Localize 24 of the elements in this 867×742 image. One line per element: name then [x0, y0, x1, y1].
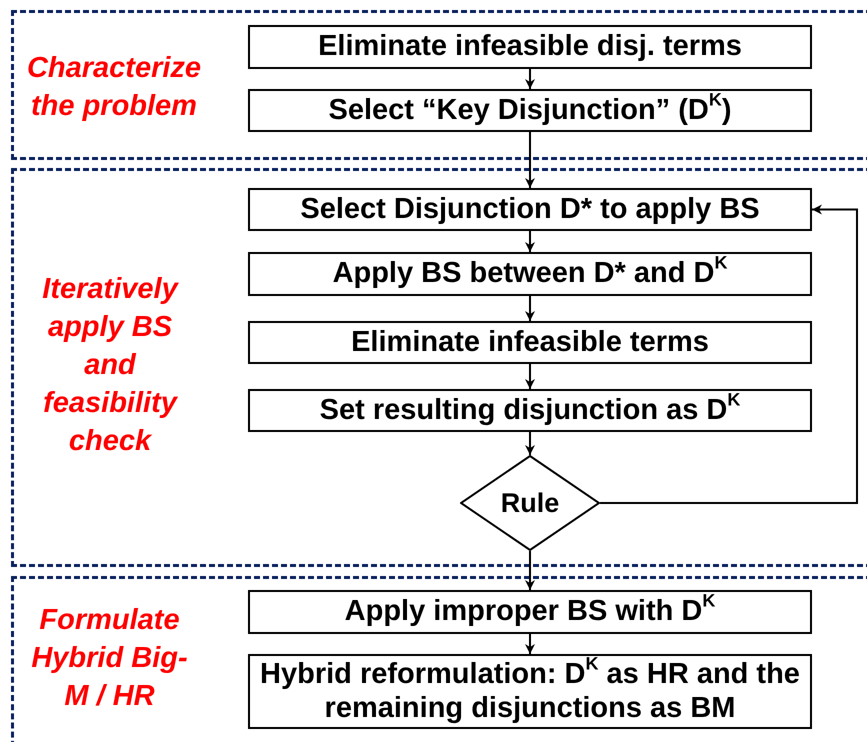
- section-heading: Formulate Hybrid Big-M / HR: [30, 603, 189, 714]
- dashed-section-panel: [11, 168, 867, 567]
- process-box: Eliminate infeasible terms: [248, 321, 812, 364]
- section-heading: Iteratively apply BS and feasibility check: [41, 272, 180, 459]
- decision-diamond: Rule: [460, 455, 600, 551]
- arrow: [525, 432, 535, 455]
- process-box: Apply improper BS with D$^{K}$: [248, 590, 812, 634]
- process-box: Select “Key Disjunction” (D$^{K}$): [248, 89, 812, 132]
- arrow: [525, 69, 535, 89]
- dashed-section-panel: [11, 576, 867, 742]
- arrow: [525, 132, 535, 188]
- arrow: [525, 296, 535, 321]
- dashed-section-panel: [11, 10, 867, 160]
- process-box: Set resulting disjunction as D$^{K}$: [248, 389, 812, 432]
- process-box: Select Disjunction D* to apply BS: [248, 188, 812, 231]
- section-heading: Characterize the problem: [26, 51, 202, 124]
- arrow: [600, 204, 858, 504]
- process-box: Eliminate infeasible disj. terms: [248, 25, 812, 69]
- arrow: [525, 231, 535, 252]
- process-box: Apply BS between D* and D$^{K}$: [248, 252, 812, 296]
- arrow: [525, 364, 535, 389]
- process-box: Hybrid reformulation: D$^{K}$ as HR and the remaining disjunctions as BM: [248, 654, 812, 729]
- arrow: [525, 551, 535, 590]
- arrow: [525, 634, 535, 654]
